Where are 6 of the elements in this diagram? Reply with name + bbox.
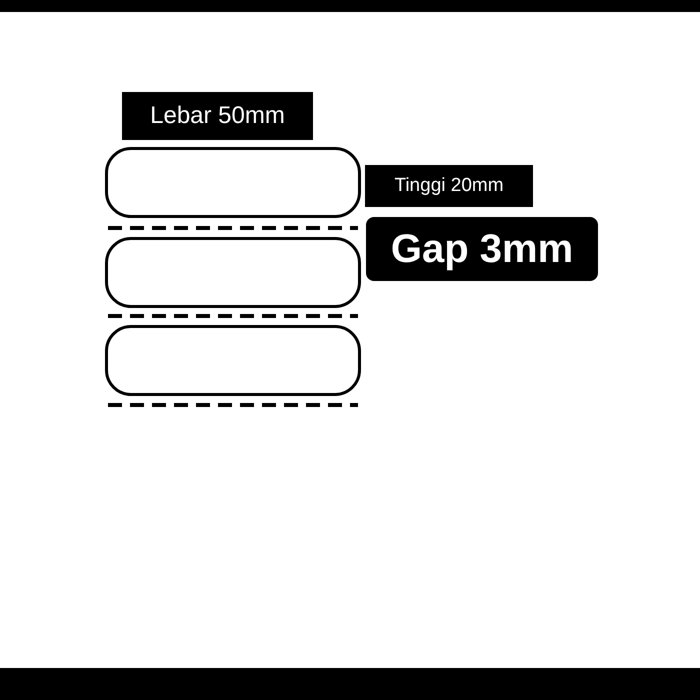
- gap-label: Gap 3mm: [366, 217, 598, 281]
- width-label: Lebar 50mm: [122, 92, 313, 140]
- label-sticker: [105, 147, 361, 218]
- label-sticker: [105, 325, 361, 396]
- height-label: Tinggi 20mm: [365, 165, 533, 207]
- label-sticker: [105, 237, 361, 308]
